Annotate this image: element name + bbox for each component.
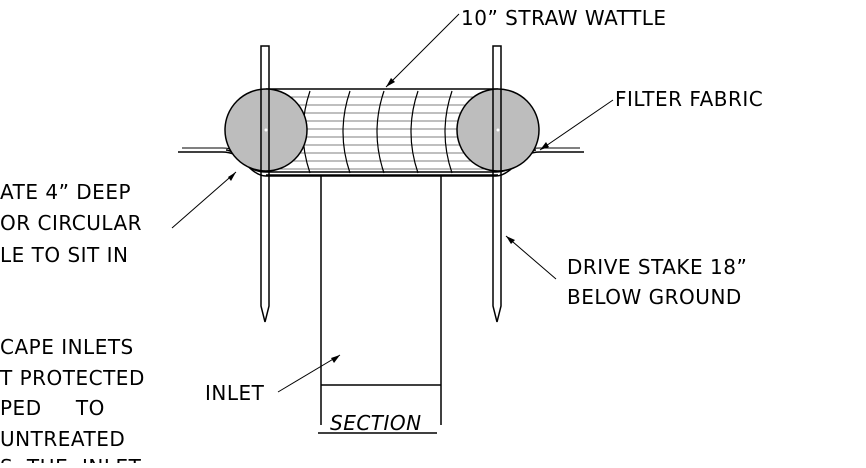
leader-excavate <box>171 171 237 229</box>
label-excavate-1: ATE 4” DEEP <box>0 180 131 204</box>
leader-straw-wattle <box>385 13 460 88</box>
label-drive-stake-1: DRIVE STAKE 18” <box>567 255 747 279</box>
label-landscape-2: T PROTECTED <box>0 366 145 390</box>
label-landscape-1: CAPE INLETS <box>0 335 134 359</box>
label-section: SECTION <box>330 411 422 435</box>
inlet-box <box>320 176 442 425</box>
label-excavate-2: OR CIRCULAR <box>0 211 142 235</box>
label-straw-wattle: 10” STRAW WATTLE <box>461 6 667 30</box>
right-stake <box>492 45 502 323</box>
label-drive-stake-2: BELOW GROUND <box>567 285 742 309</box>
leader-filter-fabric <box>539 99 614 151</box>
label-landscape-3: PED TO <box>0 396 105 420</box>
label-landscape-4: UNTREATED <box>0 427 125 451</box>
straw-wattle <box>224 88 540 176</box>
label-inlet: INLET <box>205 381 265 405</box>
label-filter-fabric: FILTER FABRIC <box>615 87 763 111</box>
label-excavate-3: LE TO SIT IN <box>0 243 128 267</box>
leader-inlet <box>277 354 341 393</box>
leader-drive-stake <box>505 235 557 280</box>
left-stake <box>260 45 270 323</box>
label-landscape-5: S THE INLET <box>0 455 142 463</box>
